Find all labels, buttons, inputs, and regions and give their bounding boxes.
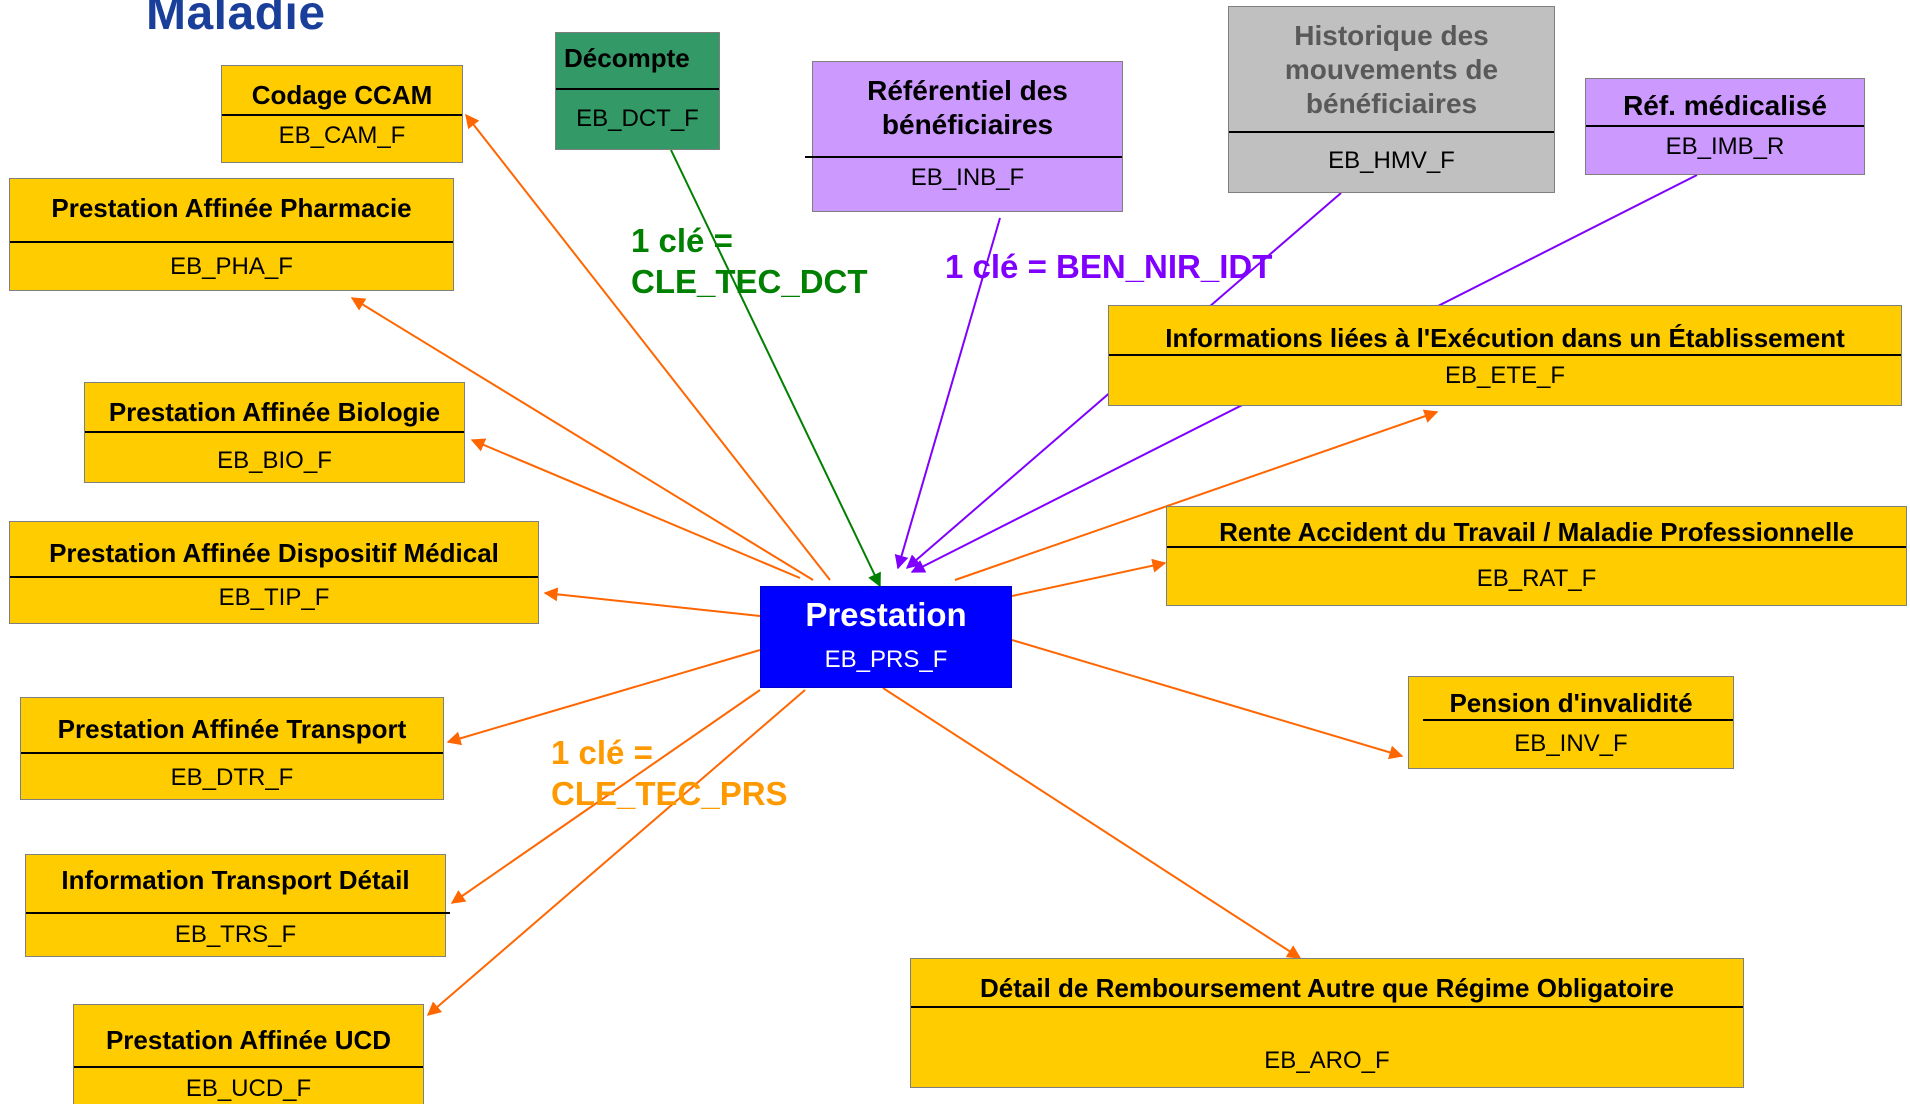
key-label-cle-tec-prs: 1 clé = CLE_TEC_PRS: [551, 732, 788, 815]
table-code: EB_TIP_F: [218, 584, 330, 611]
table-divider: [1586, 125, 1864, 127]
table-detail-remboursement-aro[interactable]: Détail de Remboursement Autre que Régime…: [910, 958, 1744, 1088]
arrow-from-decompte: [670, 149, 881, 588]
table-code: EB_BIO_F: [217, 447, 332, 474]
arrow-to-ucd: [426, 689, 806, 1016]
table-divider: [1109, 354, 1901, 356]
table-code: EB_DCT_F: [576, 105, 699, 132]
table-title: Prestation Affinée Biologie: [108, 397, 441, 427]
table-referentiel-beneficiaires[interactable]: Référentiel des bénéficiaires EB_INB_F: [805, 61, 1123, 212]
table-divider: [556, 88, 719, 90]
table-prestation-affinee-biologie[interactable]: Prestation Affinée Biologie EB_BIO_F: [84, 382, 465, 483]
center-table-prestation[interactable]: Prestation EB_PRS_F: [760, 586, 1012, 688]
table-ref-medicalise[interactable]: Réf. médicalisé EB_IMB_R: [1585, 78, 1865, 175]
table-code: EB_DTR_F: [170, 764, 294, 791]
table-code: EB_ETE_F: [1444, 362, 1566, 389]
table-informations-execution-etablissement[interactable]: Informations liées à l'Exécution dans un…: [1108, 305, 1902, 406]
key-label-cle-tec-dct: 1 clé = CLE_TEC_DCT: [631, 220, 868, 303]
table-prestation-affinee-transport[interactable]: Prestation Affinée Transport EB_DTR_F: [20, 697, 444, 800]
arrow-to-inv: [1011, 639, 1404, 760]
table-divider: [1423, 719, 1733, 721]
table-title: Réf. médicalisé: [1623, 90, 1827, 121]
key-label-ben-nir-idt: 1 clé = BEN_NIR_IDT: [945, 248, 1273, 285]
table-code: EB_UCD_F: [185, 1075, 312, 1102]
table-historique-mouvements-beneficiaires[interactable]: Historique des mouvements de bénéficiair…: [1228, 6, 1555, 193]
arrow-to-ccam: [465, 113, 831, 581]
table-divider: [74, 1066, 423, 1068]
key-label-line: CLE_TEC_PRS: [551, 775, 788, 813]
table-code: EB_CAM_F: [278, 122, 406, 149]
table-divider: [10, 241, 453, 243]
arrow-to-rat: [1011, 558, 1167, 597]
table-divider: [21, 752, 443, 754]
table-divider: [911, 1006, 1743, 1008]
table-code: EB_HMV_F: [1328, 147, 1455, 174]
table-title: Rente Accident du Travail / Maladie Prof…: [1219, 517, 1854, 547]
arrow-to-aro: [882, 687, 1302, 959]
table-divider: [1167, 546, 1906, 548]
table-code: EB_RAT_F: [1476, 565, 1597, 592]
table-divider: [26, 912, 450, 914]
table-title: Informations liées à l'Exécution dans un…: [1165, 323, 1845, 353]
table-divider: [1229, 131, 1554, 133]
table-title: Information Transport Détail: [61, 865, 410, 895]
center-table-title: Prestation: [805, 596, 967, 633]
table-divider: [805, 156, 1122, 158]
arrow-to-ete: [954, 409, 1439, 581]
table-title: Prestation Affinée Transport: [57, 714, 407, 744]
center-table-code: EB_PRS_F: [824, 646, 948, 673]
table-prestation-affinee-dispositif-medical[interactable]: Prestation Affinée Dispositif Médical EB…: [9, 521, 539, 624]
table-code: EB_TRS_F: [174, 921, 297, 948]
brand-logo-text: Maladie: [146, 0, 326, 40]
table-title: Historique des mouvements de bénéficiair…: [1284, 20, 1499, 120]
table-code: EB_IMB_R: [1665, 133, 1785, 160]
table-title: Prestation Affinée Pharmacie: [51, 193, 412, 223]
table-title: Prestation Affinée Dispositif Médical: [49, 538, 499, 568]
table-title: Pension d'invalidité: [1449, 688, 1693, 718]
table-title: Décompte: [564, 43, 690, 73]
table-code: EB_INB_F: [910, 164, 1025, 191]
table-divider: [10, 576, 538, 578]
table-codage-ccam[interactable]: Codage CCAM EB_CAM_F: [221, 65, 463, 163]
key-label-line: 1 clé =: [551, 734, 653, 771]
arrow-to-trs: [450, 689, 761, 904]
arrow-to-dtr: [446, 649, 761, 746]
arrow-from-inb: [894, 217, 1001, 570]
key-label-line: CLE_TEC_DCT: [631, 263, 868, 301]
table-title: Détail de Remboursement Autre que Régime…: [980, 973, 1674, 1003]
table-code: EB_ARO_F: [1264, 1047, 1390, 1074]
arrow-to-bio: [470, 438, 801, 579]
table-code: EB_INV_F: [1514, 730, 1628, 757]
key-label-line: 1 clé =: [631, 222, 733, 259]
table-title: Codage CCAM: [251, 80, 433, 110]
arrow-to-pha: [350, 297, 814, 581]
table-divider: [85, 431, 464, 433]
table-prestation-affinee-pharmacie[interactable]: Prestation Affinée Pharmacie EB_PHA_F: [9, 178, 454, 291]
table-prestation-affinee-ucd[interactable]: Prestation Affinée UCD EB_UCD_F: [73, 1004, 424, 1104]
table-title: Référentiel des bénéficiaires: [867, 75, 1068, 141]
arrow-to-tip: [543, 587, 761, 617]
table-code: EB_PHA_F: [170, 253, 293, 280]
table-rente-accident-travail[interactable]: Rente Accident du Travail / Maladie Prof…: [1166, 506, 1907, 606]
table-divider: [222, 114, 462, 116]
table-information-transport-detail[interactable]: Information Transport Détail EB_TRS_F: [25, 854, 450, 957]
table-title: Prestation Affinée UCD: [105, 1025, 392, 1055]
table-decompte[interactable]: Décompte EB_DCT_F: [555, 32, 720, 150]
table-pension-invalidite[interactable]: Pension d'invalidité EB_INV_F: [1408, 676, 1734, 769]
